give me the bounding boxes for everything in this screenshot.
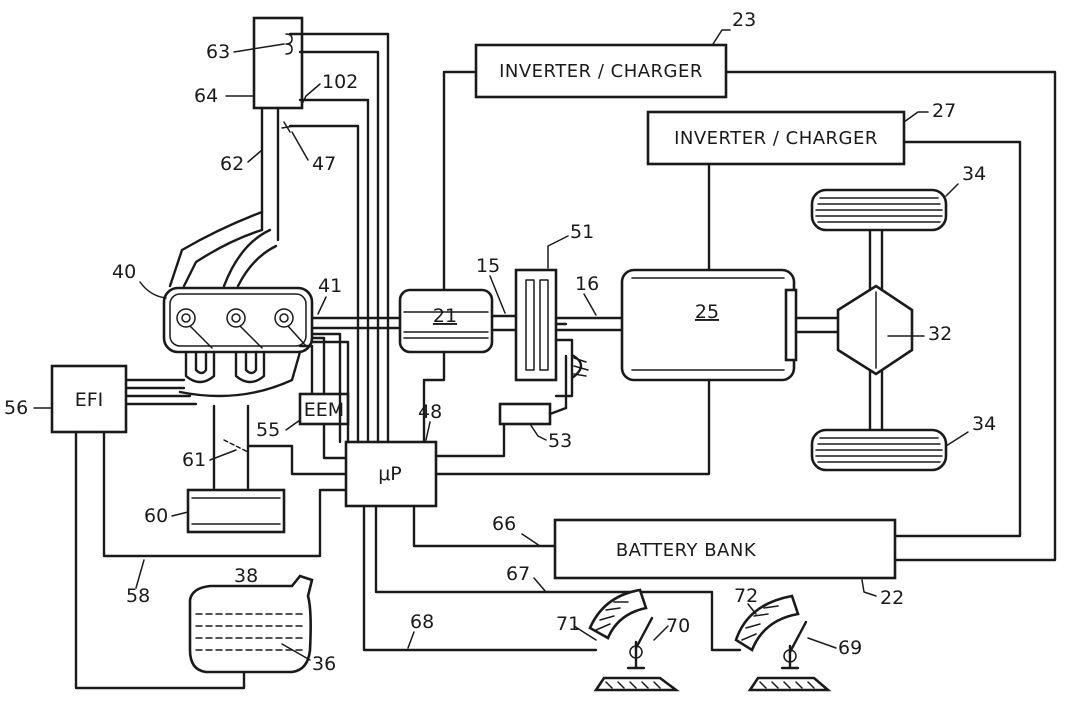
wire-sensor63-up: [288, 32, 390, 444]
ref-32: 32: [928, 323, 952, 345]
pedal-69: [734, 594, 832, 692]
drive-shaft: [794, 316, 842, 334]
manifold-branch-1b: [168, 210, 264, 288]
ref-60: 60: [144, 505, 168, 527]
ref-70: 70: [666, 615, 690, 637]
ref-51: 51: [570, 221, 594, 243]
ref-66: 66: [492, 513, 516, 535]
shaft-16: [554, 316, 624, 332]
ref-16: 16: [575, 273, 599, 295]
wire-sensor-up-2: [298, 50, 380, 444]
ref-63: 63: [206, 41, 230, 63]
ref-53: 53: [548, 430, 572, 452]
wire-sensor102-up: [298, 98, 370, 444]
fuel-line: [74, 430, 246, 690]
ref-58: 58: [126, 585, 150, 607]
inverter-charger-27-label: INVERTER / CHARGER: [674, 128, 878, 149]
wire-eem-engine: [298, 336, 326, 396]
inverter-charger-27: INVERTER / CHARGER: [646, 110, 906, 166]
wire-68: [362, 504, 598, 652]
ref-40: 40: [112, 261, 136, 283]
ref-62: 62: [220, 153, 244, 175]
wire-engine-up: [310, 332, 342, 444]
ref-102: 102: [322, 71, 358, 93]
ref-38: 38: [234, 565, 258, 587]
wire-up-motor25: [434, 378, 711, 476]
engine-40: [162, 286, 314, 354]
manifold-branch-2: [236, 244, 278, 288]
wire-sensor47-up: [288, 124, 360, 444]
ref-27: 27: [932, 100, 956, 122]
wheel-34-top: [810, 188, 948, 232]
wire-66: [412, 504, 557, 548]
pedal-70: [588, 588, 680, 692]
ref-15: 15: [476, 255, 500, 277]
wire-throttle-up: [246, 444, 348, 476]
intake-runner-2: [234, 350, 266, 384]
motor-25: 25: [620, 268, 798, 382]
ref-67: 67: [506, 563, 530, 585]
ref-48: 48: [418, 401, 442, 423]
microprocessor: μP: [344, 440, 438, 508]
wire-inv23-motor21: [442, 70, 478, 292]
axle-upper: [868, 228, 884, 292]
ref-71: 71: [556, 613, 580, 635]
wire-67: [374, 504, 742, 652]
inverter-charger-23: INVERTER / CHARGER: [474, 43, 728, 99]
wire-58: [102, 430, 348, 558]
shaft-41: [310, 316, 402, 330]
ref-69: 69: [838, 637, 862, 659]
wire-inv23-battery: [724, 70, 1057, 562]
ref-36: 36: [312, 653, 336, 675]
ref-72: 72: [734, 585, 758, 607]
ref-64: 64: [194, 85, 218, 107]
manifold-branch-2b: [222, 228, 272, 288]
air-filter-60: [186, 488, 286, 534]
wire-48: [422, 350, 446, 444]
ref-68: 68: [410, 611, 434, 633]
fuel-tank-38: [188, 574, 314, 674]
clutch-51: [514, 268, 574, 398]
wire-eem-up: [322, 422, 348, 460]
ref-61: 61: [182, 449, 206, 471]
efi-56: EFI: [50, 364, 128, 434]
battery-bank-label: BATTERY BANK: [616, 540, 757, 561]
ref-22: 22: [880, 587, 904, 609]
ref-47: 47: [312, 153, 336, 175]
wheel-34-bottom: [810, 428, 948, 472]
inverter-charger-23-label: INVERTER / CHARGER: [499, 61, 703, 82]
intake-throat: [212, 404, 250, 490]
ref-23: 23: [732, 9, 756, 31]
microprocessor-label: μP: [378, 463, 402, 485]
wire-up-brake: [434, 422, 506, 458]
differential-32: [836, 284, 914, 376]
shaft-15: [490, 314, 520, 332]
eem-label: EEM: [304, 399, 344, 421]
motor-21-label: 21: [433, 305, 457, 327]
ref-41: 41: [318, 275, 342, 297]
battery-bank: BATTERY BANK: [553, 518, 897, 580]
ref-34-top: 34: [962, 163, 986, 185]
axle-lower: [868, 368, 884, 432]
efi-label: EFI: [75, 389, 104, 411]
intake-plenum: [178, 350, 302, 398]
exhaust-62: [260, 106, 280, 242]
fuel-injection-lines: [124, 378, 198, 406]
sensor-64: [252, 16, 304, 110]
intake-runner-1: [184, 350, 216, 384]
wire-inv27-battery: [893, 140, 1022, 538]
brake-53: [498, 353, 589, 426]
ref-34-bottom: 34: [972, 413, 996, 435]
ref-56: 56: [4, 397, 28, 419]
motor-21: 21: [398, 288, 494, 354]
manifold-branch-1: [182, 228, 264, 288]
motor-25-label: 25: [695, 301, 719, 323]
ref-55: 55: [256, 419, 280, 441]
